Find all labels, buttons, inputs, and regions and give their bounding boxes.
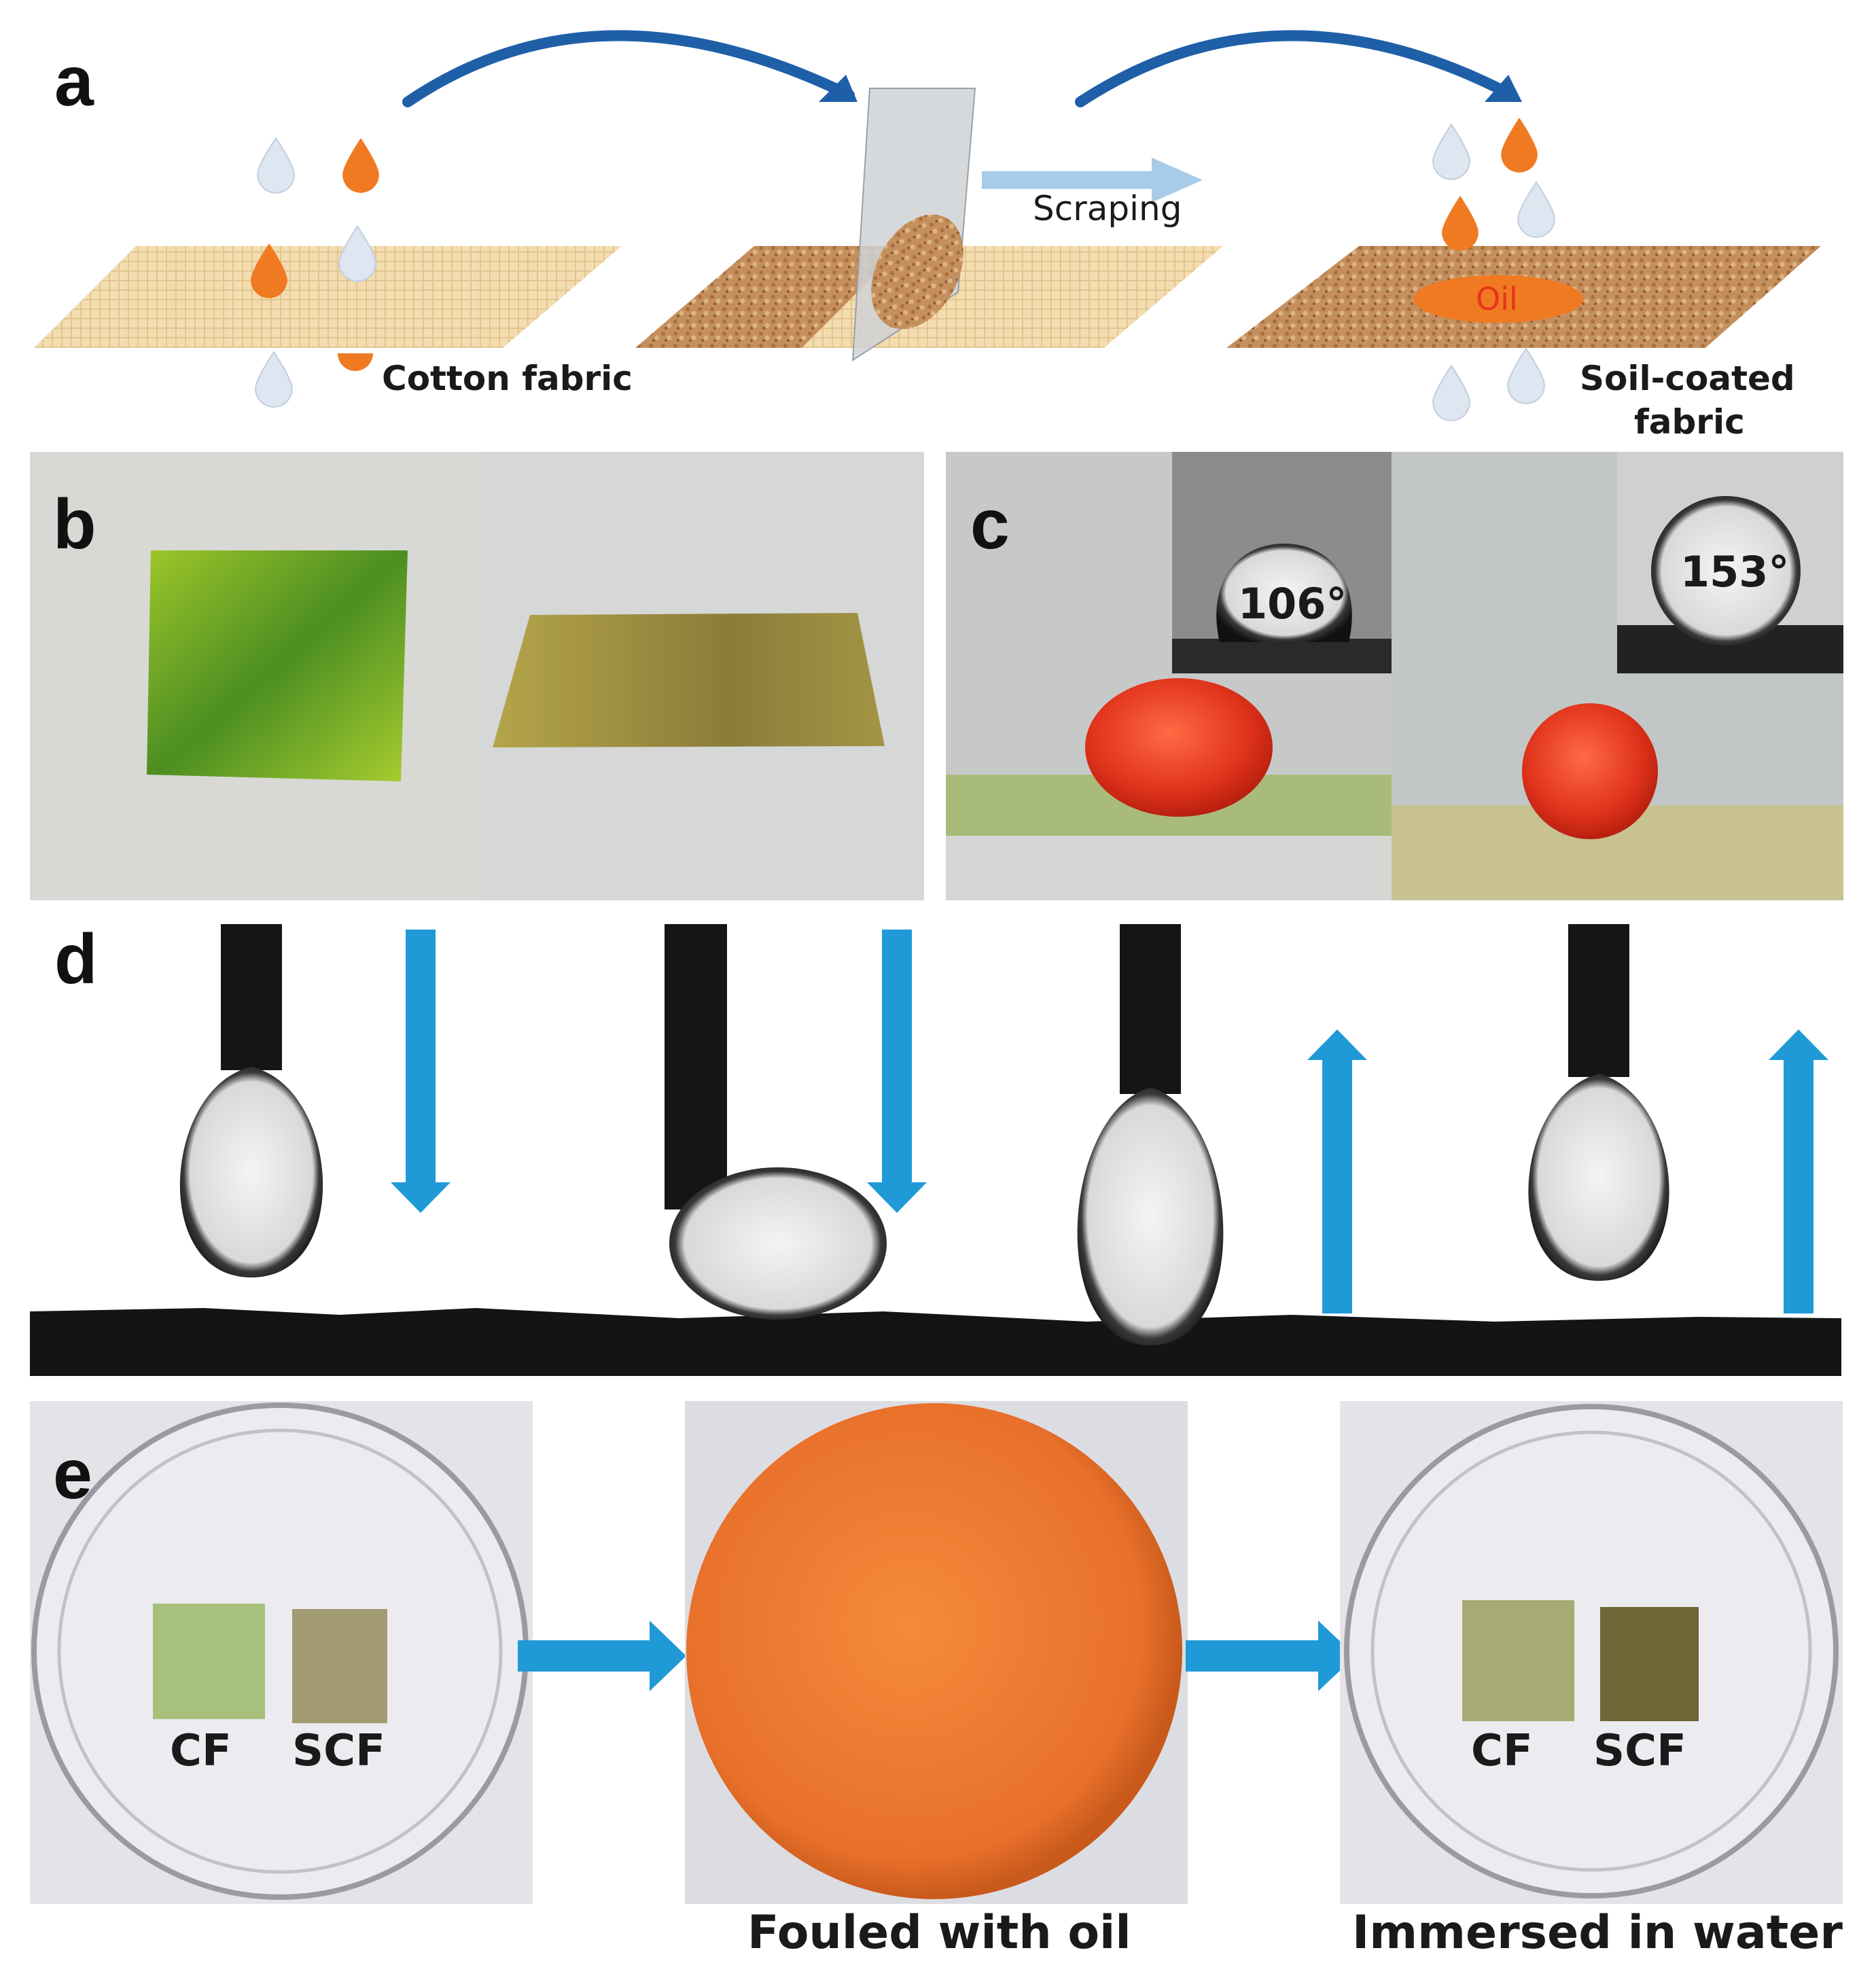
scf-sample-after (1600, 1607, 1699, 1721)
cotton-fabric-sample (147, 550, 408, 781)
caption-fouled-with-oil: Fouled with oil (747, 1906, 1131, 1960)
up-arrow-head (1307, 1029, 1367, 1060)
right-arrow-icon (518, 1640, 654, 1672)
water-drop-icon (257, 137, 295, 194)
label-fabric: fabric (1634, 402, 1745, 442)
scraping-arrow-head (1152, 158, 1203, 202)
label-scraping: Scraping (1033, 189, 1182, 228)
panel-label-c: c (970, 485, 1010, 564)
oil-pool (1413, 275, 1583, 323)
panel-label-e: e (53, 1435, 92, 1514)
water-drop-icon (338, 226, 376, 282)
oil-drop-icon (1501, 118, 1538, 173)
curved-arrow-icon (1075, 30, 1517, 107)
petri-dish-inner-rim (57, 1428, 503, 1874)
up-arrow-head (1769, 1029, 1828, 1060)
cotton-fabric-sheet (34, 246, 622, 348)
water-drop-icon (1507, 348, 1545, 404)
label-oil: Oil (1476, 281, 1518, 317)
down-arrow-head (867, 1182, 927, 1213)
needle-frame4 (1568, 924, 1629, 1077)
down-arrow-head (391, 1182, 450, 1213)
panel-d-sequence (30, 924, 1841, 1376)
water-droplet-153 (1651, 496, 1801, 646)
oil-droplet-on-scf (1522, 703, 1658, 839)
petri-dish-water (1344, 1404, 1839, 1898)
contact-angle-106: 106° (1238, 579, 1347, 629)
cf-inset-substrate (1172, 639, 1392, 673)
panel-label-d: d (54, 920, 98, 999)
panel-label-b: b (53, 485, 96, 564)
label-scf-dish1: SCF (292, 1726, 385, 1776)
label-soil-coated: Soil-coated (1580, 359, 1795, 398)
curved-arrow-icon (402, 30, 855, 107)
cf-stage (946, 836, 1392, 900)
right-arrow-head (1318, 1621, 1356, 1691)
up-arrow-icon (1784, 1057, 1813, 1313)
label-cf-dish3: CF (1471, 1726, 1533, 1776)
petri-dish3-inner-rim (1370, 1430, 1812, 1872)
oil-droplet-on-cf (1085, 678, 1273, 817)
caption-immersed-in-water: Immersed in water (1352, 1906, 1843, 1960)
cf-sample-clean (153, 1604, 265, 1719)
water-drop-icon (1432, 365, 1470, 421)
water-droplet-106 (1216, 544, 1352, 642)
right-arrow-icon (1186, 1640, 1322, 1672)
petri-dish-clean (31, 1402, 529, 1900)
oil-drop-icon (1442, 196, 1479, 251)
panel-c-contact-angles (946, 452, 1843, 900)
label-cotton-fabric: Cotton fabric (382, 359, 633, 398)
hanging-drop-frame1 (179, 1067, 323, 1277)
compressed-drop-frame2 (669, 1167, 887, 1320)
right-arrow-icon (982, 171, 1152, 189)
soil-coating-partial (635, 246, 904, 348)
label-scf-dish3: SCF (1593, 1726, 1686, 1776)
needle-frame3 (1120, 924, 1181, 1094)
panel-a-schematic (34, 30, 1821, 421)
oil-drop-below-icon (338, 353, 373, 371)
water-drop-icon (255, 351, 293, 408)
detached-drop-frame4 (1528, 1074, 1669, 1281)
up-arrow-icon (1322, 1057, 1352, 1313)
scf-sample-clean (292, 1609, 387, 1723)
contact-angle-153: 153° (1680, 547, 1790, 597)
panel-e-dishes (30, 1401, 1843, 1904)
water-drop-icon (1517, 181, 1555, 238)
oil-drop-icon (342, 138, 379, 193)
curved-arrow-head (1485, 75, 1522, 102)
down-arrow-icon (882, 930, 912, 1188)
soil-coated-fabric-sample (493, 613, 885, 747)
needle-frame1 (221, 924, 282, 1070)
cf-sample-after (1462, 1600, 1574, 1721)
water-drop-icon (1432, 124, 1470, 180)
curved-arrow-head (819, 75, 857, 102)
panel-b-photos (30, 452, 924, 900)
needle-frame2 (665, 924, 727, 1209)
petri-dish-oil-fouled (686, 1403, 1182, 1899)
label-cf-dish1: CF (170, 1726, 232, 1776)
soil-pile (871, 214, 963, 330)
lifting-drop-frame3 (1077, 1087, 1224, 1345)
right-arrow-head (650, 1621, 686, 1691)
panel-label-a: a (54, 42, 94, 121)
down-arrow-icon (406, 930, 436, 1188)
soil-coated-surface-profile (30, 1308, 1841, 1376)
